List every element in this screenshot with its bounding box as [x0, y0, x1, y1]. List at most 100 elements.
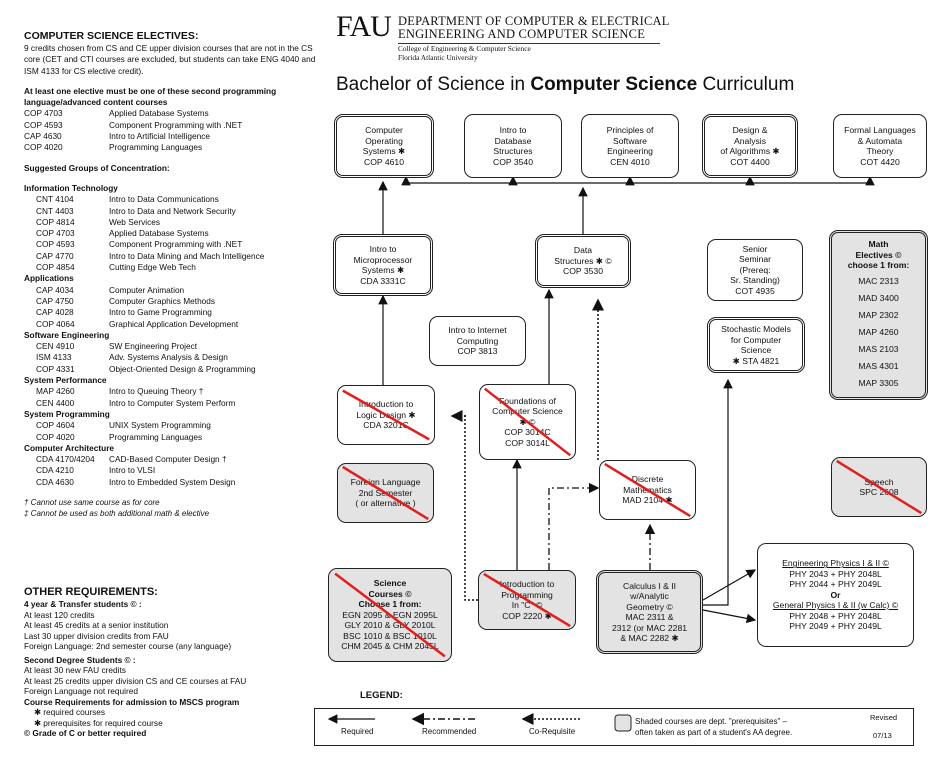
second-degree-heading: Second Degree Students © : — [24, 654, 136, 665]
physics-line: PHY 2048 + PHY 2048L — [789, 610, 882, 621]
course-text: Senior — [742, 243, 768, 254]
course-text: Systems ✱ — [361, 265, 405, 275]
elective-requirement-heading: At least one elective must be one of the… — [24, 85, 277, 108]
course-text: 2nd Semester — [358, 487, 413, 498]
title-bold: Computer Science — [530, 74, 698, 95]
course-name: Intro to Queuing Theory † — [109, 386, 204, 397]
department-name: DEPARTMENT OF COMPUTER & ELECTRICAL ENGI… — [398, 15, 670, 44]
page-title: Bachelor of Science in Computer Science … — [336, 74, 794, 96]
other-heading: OTHER REQUIREMENTS: — [24, 586, 158, 598]
science-course: BSC 1010 & BSC 1010L — [343, 630, 437, 641]
legend: Required Recommended Co-Requisite Shaded… — [314, 708, 914, 746]
course-text: COP 2220 ✱ — [502, 610, 552, 621]
science-title: Choose 1 from: — [358, 599, 422, 610]
course-text: of Algorithms ✱ — [720, 146, 780, 156]
course-text: Intro to — [499, 125, 527, 135]
course-code: COP 4703 — [36, 228, 75, 239]
course-text: for Computer — [730, 334, 782, 345]
transfer-line: Last 30 upper division credits from FAU — [24, 630, 169, 641]
science-title: Courses © — [368, 588, 412, 599]
physics-line: PHY 2043 + PHY 2048L — [789, 568, 882, 579]
admission-heading: Course Requirements for admission to MSC… — [24, 696, 240, 707]
course-text: Systems ✱ — [362, 146, 406, 156]
course-code: MAP 4260 — [36, 386, 75, 397]
course-name: Intro to Data and Network Security — [109, 205, 236, 216]
course-code: CNT 4104 — [36, 194, 74, 205]
grade-note: © Grade of C or better required — [24, 728, 147, 738]
course-text: Sr. Standing) — [730, 275, 780, 286]
course-name: Component Programming with .NET — [109, 239, 243, 250]
science-course: EGN 2095 & EGN 2095L — [342, 609, 438, 620]
math-course: MAP 4260 — [858, 326, 899, 337]
legend-shaded: Shaded courses are dept. "prerequisites"… — [635, 716, 792, 738]
group-title: Computer Architecture — [24, 442, 115, 453]
revised-label: Revised — [870, 713, 898, 722]
physics-line: General Physics I & II (w Calc) © — [772, 600, 899, 611]
science-title: Science — [373, 578, 407, 589]
course-code: CAP 4770 — [36, 250, 74, 261]
course-code: CDA 4630 — [36, 476, 74, 487]
physics-line: PHY 2049 + PHY 2049L — [789, 621, 882, 632]
course-code: CDA 4210 — [36, 465, 74, 476]
course-name: Applied Database Systems — [109, 228, 209, 239]
course-text: ✱ STA 4821 — [732, 355, 780, 366]
course-name: Intro to Computer System Perform — [109, 397, 236, 408]
course-name: Intro to Embedded System Design — [109, 476, 236, 487]
course-code: COP 4604 — [36, 420, 75, 431]
course-name: Intro to Data Communications — [109, 194, 219, 205]
course-text: Formal Languages — [844, 125, 916, 135]
course-text: COP 3014C — [504, 427, 551, 438]
course-text: COP 3540 — [493, 156, 533, 167]
course-text: Programming — [501, 589, 553, 600]
course-text: Mathematics — [623, 484, 672, 495]
legend-corequisite: Co-Requisite — [529, 727, 576, 736]
course-text: Microprocessor — [353, 254, 413, 265]
group-course-row: CDA 4630 Intro to Embedded System Design — [24, 477, 324, 488]
course-name: Programming Languages — [109, 431, 203, 442]
group-title: Information Technology — [24, 182, 118, 193]
course-text: COT 4935 — [735, 285, 775, 296]
course-code: CAP 4750 — [36, 295, 74, 306]
legend-shaded-line: often taken as part of a student's AA de… — [635, 728, 793, 737]
course-text: In "C" © — [511, 600, 543, 610]
fau-logo: FAU — [336, 10, 392, 43]
course-text: COP 3014L — [505, 437, 550, 448]
college-line: Florida Atlantic University — [398, 52, 478, 62]
course-text: Design & — [732, 125, 768, 135]
electives-panel: COMPUTER SCIENCE ELECTIVES: 9 credits ch… — [24, 30, 324, 520]
physics-box[interactable]: Engineering Physics I & II © PHY 2043 + … — [757, 543, 914, 647]
course-text: Operating — [365, 135, 403, 146]
course-code: COP 4814 — [36, 216, 75, 227]
course-text: Computer — [365, 125, 403, 135]
note-same-course: † Cannot use same course as for core — [24, 497, 160, 507]
math-course: MAC 2313 — [858, 275, 899, 286]
course-text: Foundations of — [499, 395, 556, 406]
